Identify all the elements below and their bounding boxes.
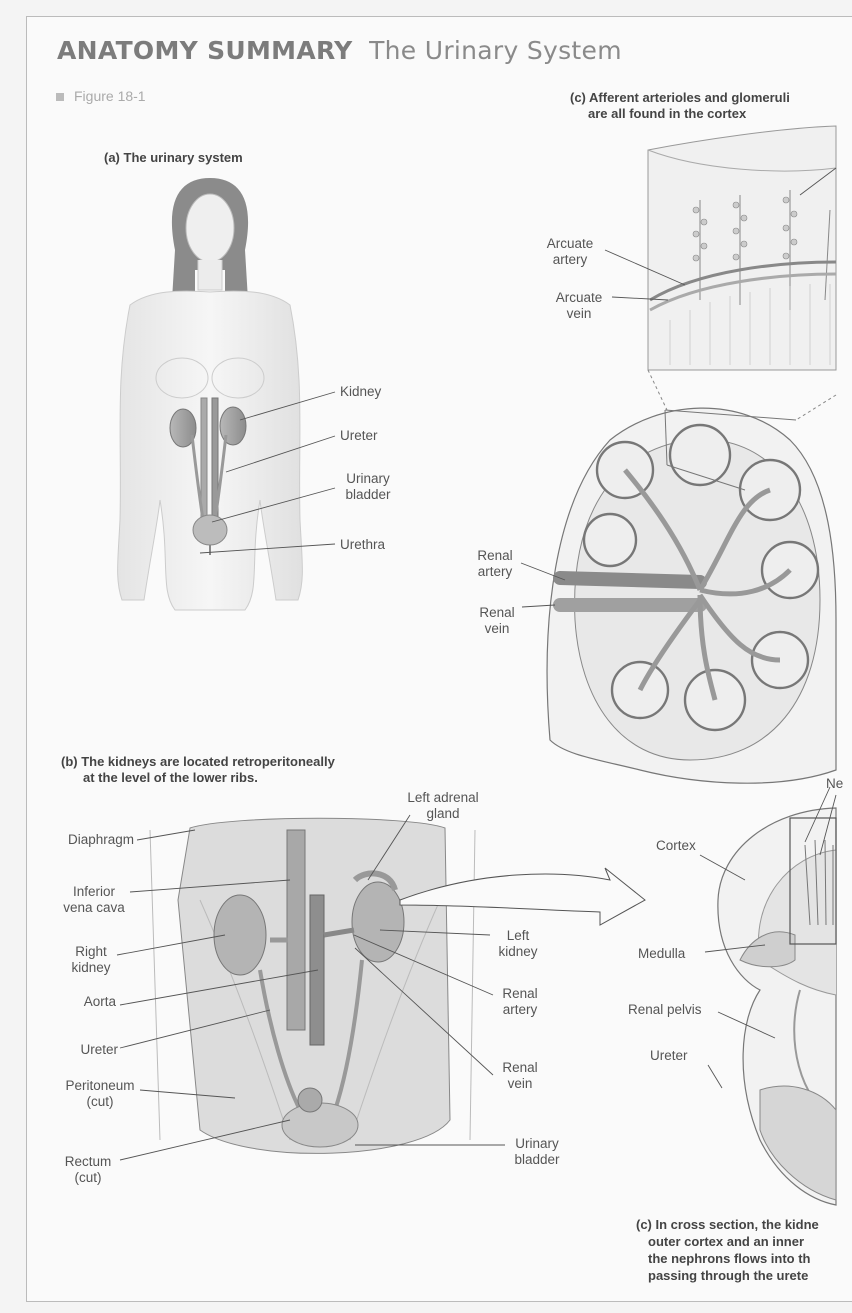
label-peritoneum-line-1: Peritoneum <box>58 1078 142 1094</box>
label-renal-vein-c-line-2: vein <box>472 621 522 637</box>
label-kidney: Kidney <box>340 384 381 400</box>
label-renal-pelvis: Renal pelvis <box>628 1002 702 1018</box>
label-left-kidney-line-2: kidney <box>490 944 546 960</box>
kidney-section <box>547 408 836 783</box>
label-arcuate-vein-line-2: vein <box>548 306 610 322</box>
panel-c-bottom-caption-line-2: outer cortex and an inner <box>636 1233 848 1250</box>
label-renal-vein-b-line-1: Renal <box>494 1060 546 1076</box>
label-renal-artery-b-line-1: Renal <box>492 986 548 1002</box>
label-rectum-line-2: (cut) <box>58 1170 118 1186</box>
label-ureter-c: Ureter <box>650 1048 688 1064</box>
label-urinary-bladder-b-line-2: bladder <box>506 1152 568 1168</box>
label-arcuate-artery-line-2: artery <box>540 252 600 268</box>
panel-b-caption: (b) The kidneys are located retroperiton… <box>61 754 421 786</box>
cortex-detail <box>648 126 836 420</box>
label-renal-artery-c: Renal artery <box>470 548 520 580</box>
label-left-adrenal-gland-line-1: Left adrenal <box>398 790 488 806</box>
label-nephron-cropped: Ne <box>826 776 852 792</box>
panel-c-bottom-caption: (c) In cross section, the kidne outer co… <box>636 1216 848 1284</box>
label-renal-vein-b: Renal vein <box>494 1060 546 1092</box>
panel-c-bottom-caption-line-4: passing through the urete <box>636 1267 848 1284</box>
label-arcuate-vein-line-1: Arcuate <box>548 290 610 306</box>
panel-c-caption-line-1: (c) Afferent arterioles and glomeruli <box>570 90 850 106</box>
label-renal-vein-b-line-2: vein <box>494 1076 546 1092</box>
panel-b-caption-line-2: at the level of the lower ribs. <box>61 770 421 786</box>
panel-c-caption-line-2: are all found in the cortex <box>570 106 850 122</box>
label-renal-artery-c-line-2: artery <box>470 564 520 580</box>
label-rectum-line-1: Rectum <box>58 1154 118 1170</box>
label-urinary-bladder: Urinary bladder <box>338 471 398 503</box>
label-inferior-vena-cava: Inferior vena cava <box>56 884 132 916</box>
label-left-adrenal-gland-line-2: gland <box>398 806 488 822</box>
label-urinary-bladder-b: Urinary bladder <box>506 1136 568 1168</box>
label-right-kidney-line-1: Right <box>64 944 118 960</box>
kidney-cross-section <box>718 808 836 1205</box>
label-inferior-vena-cava-line-1: Inferior <box>56 884 132 900</box>
label-arcuate-vein: Arcuate vein <box>548 290 610 322</box>
label-left-kidney: Left kidney <box>490 928 546 960</box>
label-urinary-bladder-line-1: Urinary <box>338 471 398 487</box>
label-renal-artery-b-line-2: artery <box>492 1002 548 1018</box>
label-aorta: Aorta <box>60 994 116 1010</box>
label-urinary-bladder-line-2: bladder <box>338 487 398 503</box>
label-renal-vein-c-line-1: Renal <box>472 605 522 621</box>
label-arcuate-artery-line-1: Arcuate <box>540 236 600 252</box>
label-left-adrenal-gland: Left adrenal gland <box>398 790 488 822</box>
label-arcuate-artery: Arcuate artery <box>540 236 600 268</box>
panel-c-bottom-caption-line-3: the nephrons flows into th <box>636 1250 848 1267</box>
label-peritoneum: Peritoneum (cut) <box>58 1078 142 1110</box>
label-right-kidney: Right kidney <box>64 944 118 976</box>
panel-b-caption-line-1: (b) The kidneys are located retroperiton… <box>61 754 421 770</box>
panel-c-caption: (c) Afferent arterioles and glomeruli ar… <box>570 90 850 122</box>
abdomen-figure <box>150 818 475 1153</box>
label-left-kidney-line-1: Left <box>490 928 546 944</box>
label-ureter: Ureter <box>340 428 378 444</box>
label-cortex: Cortex <box>656 838 696 854</box>
label-peritoneum-line-2: (cut) <box>58 1094 142 1110</box>
label-urethra: Urethra <box>340 537 385 553</box>
panel-c-bottom-caption-line-1: (c) In cross section, the kidne <box>636 1216 848 1233</box>
label-diaphragm: Diaphragm <box>40 832 134 848</box>
female-figure <box>118 178 303 610</box>
panel-a-caption: (a) The urinary system <box>104 150 243 166</box>
label-right-kidney-line-2: kidney <box>64 960 118 976</box>
label-inferior-vena-cava-line-2: vena cava <box>56 900 132 916</box>
label-renal-vein-c: Renal vein <box>472 605 522 637</box>
label-renal-artery-c-line-1: Renal <box>470 548 520 564</box>
label-medulla: Medulla <box>638 946 685 962</box>
label-renal-artery-b: Renal artery <box>492 986 548 1018</box>
label-rectum: Rectum (cut) <box>58 1154 118 1186</box>
label-urinary-bladder-b-line-1: Urinary <box>506 1136 568 1152</box>
label-ureter-b: Ureter <box>60 1042 118 1058</box>
